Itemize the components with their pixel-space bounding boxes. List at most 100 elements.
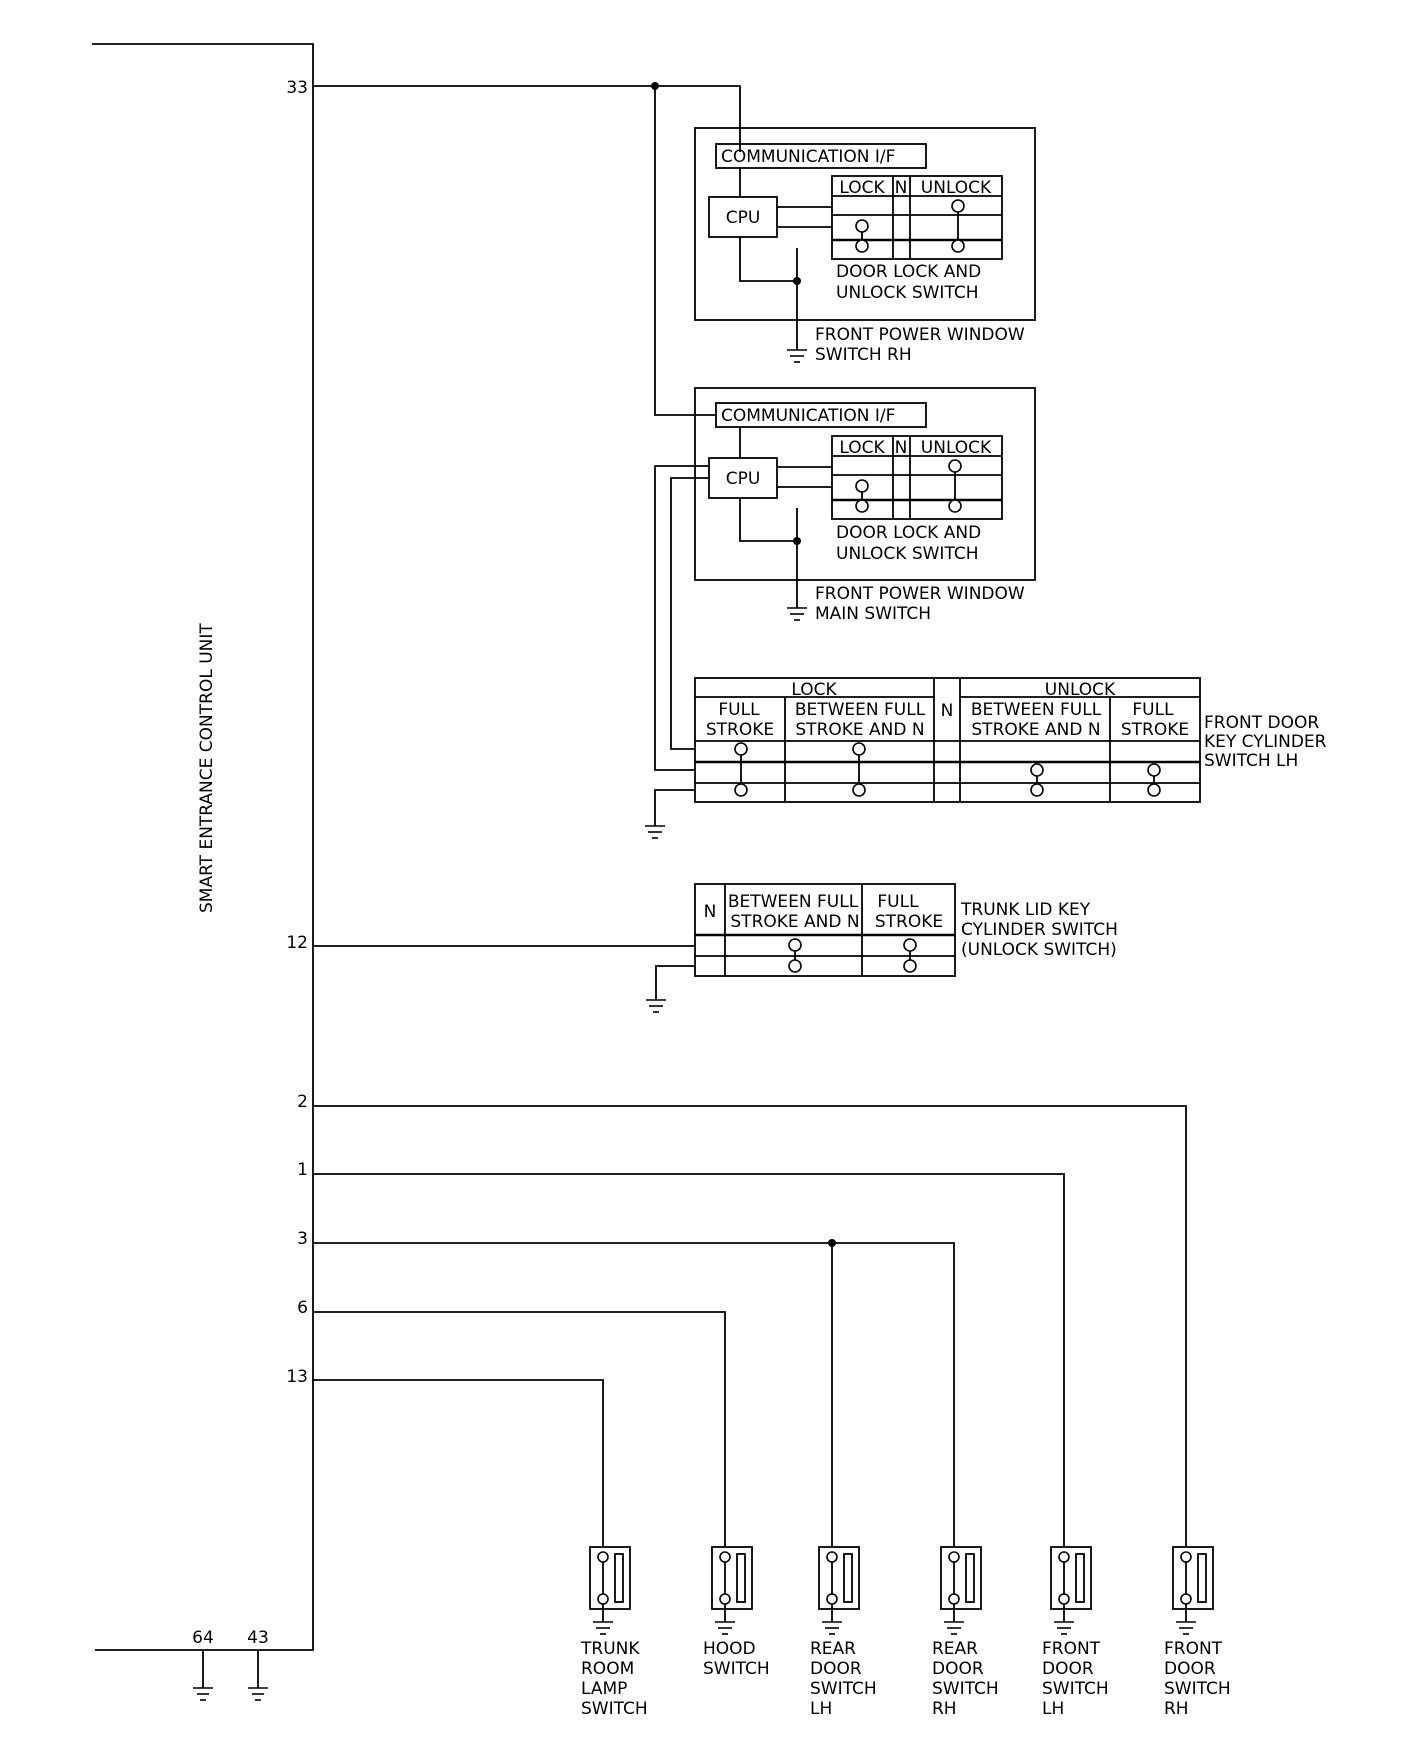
pin-2: 2 — [297, 1092, 308, 1112]
component-name-1: FRONT DOOR — [1204, 713, 1319, 733]
component-name-2: SWITCH RH — [815, 345, 912, 365]
switch-name-line: SWITCH — [1042, 1679, 1109, 1699]
pin-12: 12 — [286, 933, 308, 953]
switch-name-line: DOOR — [932, 1659, 984, 1679]
pin-43: 43 — [247, 1628, 269, 1648]
switch-name-line: HOOD — [703, 1639, 756, 1659]
n-column: N — [941, 701, 954, 721]
switch-name-line: LH — [810, 1699, 832, 1719]
lock-column: LOCK — [839, 178, 885, 198]
ground-pin-43 — [248, 1650, 268, 1701]
ground-symbol — [1176, 1621, 1196, 1635]
switch-name-line: RH — [1164, 1699, 1189, 1719]
junction-dot — [793, 537, 801, 545]
ground-symbol — [944, 1621, 964, 1635]
switch-name-line: REAR — [932, 1639, 978, 1659]
switch-name-line: ROOM — [581, 1659, 634, 1679]
switch-name-line: TRUNK — [580, 1639, 640, 1659]
switch-label-1: DOOR LOCK AND — [836, 262, 981, 282]
pin-6: 6 — [297, 1298, 308, 1318]
component-name-2: KEY CYLINDER — [1204, 732, 1327, 752]
junction-dot — [828, 1239, 836, 1247]
unlock-header: UNLOCK — [1045, 680, 1116, 700]
switch-label-2: UNLOCK SWITCH — [836, 283, 978, 303]
switch-name-line: SWITCH — [1164, 1679, 1231, 1699]
front-power-window-main-switch: COMMUNICATION I/F CPU LOCK N UNLOCK DOOR… — [654, 387, 1036, 771]
switch-label-2: UNLOCK SWITCH — [836, 544, 978, 564]
switch-name-line: DOOR — [1042, 1659, 1094, 1679]
ground-symbol — [1054, 1621, 1074, 1635]
switch-name-line: LAMP — [581, 1679, 627, 1699]
unlock-column: UNLOCK — [921, 178, 992, 198]
junction-dot — [651, 82, 659, 90]
pin-1: 1 — [297, 1160, 308, 1180]
component-name-1: FRONT POWER WINDOW — [815, 325, 1025, 345]
ground-symbol — [593, 1621, 613, 1635]
junction-dot — [793, 277, 801, 285]
lock-header: LOCK — [791, 680, 837, 700]
switch-name-line: SWITCH — [810, 1679, 877, 1699]
unlock-full-stroke-2: STROKE — [1121, 720, 1189, 740]
unlock-between-2: STROKE AND N — [971, 720, 1100, 740]
lock-column: LOCK — [839, 438, 885, 458]
full-stroke-1: FULL — [877, 892, 919, 912]
door-switch-group: TRUNKROOMLAMPSWITCHHOODSWITCHREARDOORSWI… — [580, 1546, 1231, 1719]
component-name-2: MAIN SWITCH — [815, 604, 931, 624]
switch-name-line: SWITCH — [581, 1699, 648, 1719]
switch-name-line: FRONT — [1042, 1639, 1101, 1659]
ground-symbol — [822, 1621, 842, 1635]
lock-between-2: STROKE AND N — [795, 720, 924, 740]
cpu-label: CPU — [726, 469, 761, 489]
control-unit-label: SMART ENTRANCE CONTROL UNIT — [197, 623, 217, 913]
front-power-window-switch-rh: COMMUNICATION I/F CPU LOCK N UNLOCK DOOR… — [694, 127, 1036, 365]
n-column: N — [895, 178, 908, 198]
between-2: STROKE AND N — [730, 912, 859, 932]
switch-name-line: FRONT — [1164, 1639, 1223, 1659]
pin-64: 64 — [192, 1628, 214, 1648]
pin-3: 3 — [297, 1229, 308, 1249]
n-column: N — [895, 438, 908, 458]
control-unit: SMART ENTRANCE CONTROL UNIT 33 12 2 1 3 … — [92, 43, 314, 1701]
switch-name-line: SWITCH — [703, 1659, 770, 1679]
comm-if-label: COMMUNICATION I/F — [721, 147, 895, 167]
control-unit-outline — [92, 43, 314, 1651]
switch-name-line: SWITCH — [932, 1679, 999, 1699]
component-name-3: (UNLOCK SWITCH) — [961, 940, 1117, 960]
lock-between-1: BETWEEN FULL — [795, 700, 926, 720]
component-name-1: TRUNK LID KEY — [960, 900, 1091, 920]
wire-pin-33 — [313, 82, 741, 416]
component-name-3: SWITCH LH — [1204, 751, 1298, 771]
lock-full-stroke-2: STROKE — [706, 720, 774, 740]
n-column: N — [704, 902, 717, 922]
component-name-2: CYLINDER SWITCH — [961, 920, 1118, 940]
pin-13: 13 — [286, 1367, 308, 1387]
trunk-lid-key-cylinder-switch: N BETWEEN FULL STROKE AND N FULL STROKE … — [313, 883, 1118, 1013]
between-1: BETWEEN FULL — [728, 892, 859, 912]
switch-name-line: REAR — [810, 1639, 856, 1659]
cpu-label: CPU — [726, 208, 761, 228]
full-stroke-2: STROKE — [875, 912, 943, 932]
comm-if-label: COMMUNICATION I/F — [721, 406, 895, 426]
lock-full-stroke-1: FULL — [718, 700, 760, 720]
switch-label-1: DOOR LOCK AND — [836, 523, 981, 543]
switch-wires — [313, 1105, 1187, 1547]
unlock-column: UNLOCK — [921, 438, 992, 458]
unlock-full-stroke-1: FULL — [1132, 700, 1174, 720]
ground-symbol — [715, 1621, 735, 1635]
front-door-key-cylinder-switch-lh: LOCK UNLOCK N FULL STROKE BETWEEN FULL S… — [645, 677, 1327, 839]
switch-name-line: RH — [932, 1699, 957, 1719]
unlock-between-1: BETWEEN FULL — [971, 700, 1102, 720]
switch-name-line: DOOR — [810, 1659, 862, 1679]
ground-pin-64 — [193, 1650, 213, 1701]
switch-name-line: LH — [1042, 1699, 1064, 1719]
component-name-1: FRONT POWER WINDOW — [815, 584, 1025, 604]
pin-33: 33 — [286, 78, 308, 98]
switch-name-line: DOOR — [1164, 1659, 1216, 1679]
